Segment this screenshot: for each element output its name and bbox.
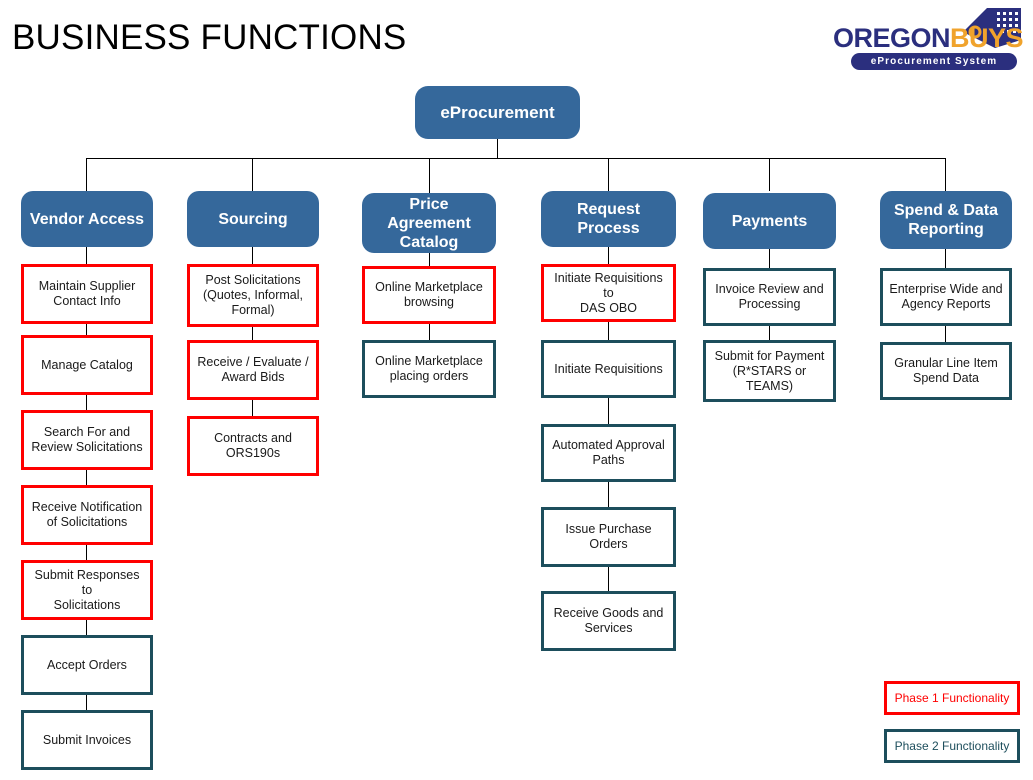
connector-c3-0	[429, 253, 430, 266]
connector-c5-0	[769, 249, 770, 268]
legend-label: Phase 1 Functionality	[894, 691, 1010, 705]
connector-c2-0	[252, 247, 253, 264]
node-issue-purchase-orders[interactable]: Issue Purchase Orders	[541, 507, 676, 567]
node-invoice-review-and-processing[interactable]: Invoice Review and Processing	[703, 268, 836, 326]
connector-c4-2	[608, 398, 609, 424]
node-label: Post Solicitations (Quotes, Informal, Fo…	[202, 273, 304, 317]
legend-phase-1: Phase 1 Functionality	[884, 681, 1020, 715]
node-label: Submit Invoices	[42, 732, 132, 747]
connector-c1-3	[86, 470, 87, 485]
connector-c1-1	[86, 324, 87, 335]
connector-c2-1	[252, 327, 253, 340]
node-receive-evaluate-award-bids[interactable]: Receive / Evaluate / Award Bids	[187, 340, 319, 400]
price-tag-icon	[963, 8, 1021, 48]
logo-wordmark: OREGONBUYS	[833, 24, 1025, 52]
connector-horizontal-bus	[86, 158, 946, 159]
node-accept-orders[interactable]: Accept Orders	[21, 635, 153, 695]
node-label: Sourcing	[218, 210, 288, 228]
connector-c1-6	[86, 695, 87, 710]
column-header-payments[interactable]: Payments	[703, 193, 836, 249]
node-contracts-and-ors190s[interactable]: Contracts and ORS190s	[187, 416, 319, 476]
node-label: Enterprise Wide and Agency Reports	[889, 282, 1003, 311]
node-label: Receive / Evaluate / Award Bids	[197, 355, 309, 384]
node-label: Online Marketplace browsing	[375, 280, 483, 309]
logo-tagline: eProcurement System	[851, 53, 1017, 70]
node-online-marketplace-browsing[interactable]: Online Marketplace browsing	[362, 266, 496, 324]
connector-c1-4	[86, 545, 87, 560]
connector-c4-4	[608, 567, 609, 591]
node-label: Accept Orders	[47, 657, 127, 672]
connector-c6-1	[945, 326, 946, 342]
node-label: Price Agreement Catalog	[387, 195, 471, 251]
node-label: Payments	[731, 212, 808, 230]
node-manage-catalog[interactable]: Manage Catalog	[21, 335, 153, 395]
node-label: Search For and Review Solicitations	[31, 425, 143, 454]
node-automated-approval-paths[interactable]: Automated Approval Paths	[541, 424, 676, 482]
node-submit-for-payment[interactable]: Submit for Payment (R*STARS or TEAMS)	[703, 340, 836, 402]
connector-c4-3	[608, 482, 609, 507]
node-granular-line-item-spend-data[interactable]: Granular Line Item Spend Data	[880, 342, 1012, 400]
node-receive-notification-of-solicitations[interactable]: Receive Notification of Solicitations	[21, 485, 153, 545]
column-header-spend-data-reporting[interactable]: Spend & Data Reporting	[880, 191, 1012, 249]
connector-drop-1	[86, 158, 87, 191]
node-label: Submit for Payment (R*STARS or TEAMS)	[714, 348, 825, 393]
node-label: Initiate Requisitions to DAS OBO	[554, 270, 663, 315]
column-header-sourcing[interactable]: Sourcing	[187, 191, 319, 247]
connector-c1-0	[86, 247, 87, 264]
node-label: Request Process	[576, 201, 641, 237]
node-enterprise-wide-and-agency-reports[interactable]: Enterprise Wide and Agency Reports	[880, 268, 1012, 326]
node-online-marketplace-placing-orders[interactable]: Online Marketplace placing orders	[362, 340, 496, 398]
connector-c6-0	[945, 249, 946, 268]
legend-label: Phase 2 Functionality	[894, 739, 1010, 753]
node-search-for-and-review-solicitations[interactable]: Search For and Review Solicitations	[21, 410, 153, 470]
connector-drop-6	[945, 158, 946, 191]
node-label: Invoice Review and Processing	[715, 282, 824, 311]
connector-c4-1	[608, 322, 609, 340]
node-label: Contracts and ORS190s	[214, 431, 292, 460]
connector-c4-0	[608, 247, 609, 264]
node-submit-responses-to-solicitations[interactable]: Submit Responses to Solicitations	[21, 560, 153, 620]
connector-c1-5	[86, 620, 87, 635]
node-label: Initiate Requisitions	[554, 361, 663, 376]
node-label: Submit Responses to Solicitations	[34, 567, 140, 612]
node-post-solicitations[interactable]: Post Solicitations (Quotes, Informal, Fo…	[187, 264, 319, 327]
node-label: Receive Goods and Services	[553, 606, 664, 635]
connector-drop-2	[252, 158, 253, 191]
node-label: Manage Catalog	[41, 357, 133, 372]
node-initiate-requisitions[interactable]: Initiate Requisitions	[541, 340, 676, 398]
node-label: Online Marketplace placing orders	[375, 354, 483, 383]
connector-drop-3	[429, 158, 430, 193]
connector-c3-1	[429, 324, 430, 340]
connector-c1-2	[86, 395, 87, 410]
connector-drop-4	[608, 158, 609, 191]
node-maintain-supplier-contact-info[interactable]: Maintain Supplier Contact Info	[21, 264, 153, 324]
node-submit-invoices[interactable]: Submit Invoices	[21, 710, 153, 770]
node-label: Granular Line Item Spend Data	[894, 356, 998, 385]
connector-root-stem	[497, 139, 498, 159]
column-header-vendor-access[interactable]: Vendor Access	[21, 191, 153, 247]
logo-oregon-text: OREGON	[833, 23, 951, 53]
logo-buys-text: BUYS	[950, 23, 1024, 53]
column-header-price-agreement-catalog[interactable]: Price Agreement Catalog	[362, 193, 496, 253]
node-label: eProcurement	[440, 102, 555, 122]
node-receive-goods-and-services[interactable]: Receive Goods and Services	[541, 591, 676, 651]
connector-drop-5	[769, 158, 770, 191]
node-initiate-requisitions-to-das-obo[interactable]: Initiate Requisitions to DAS OBO	[541, 264, 676, 322]
page-title: BUSINESS FUNCTIONS	[12, 18, 407, 57]
node-label: Vendor Access	[29, 210, 145, 228]
node-label: Maintain Supplier Contact Info	[38, 279, 136, 308]
oregonbuys-logo: OREGONBUYS eProcurement System	[833, 4, 1025, 74]
node-eprocurement[interactable]: eProcurement	[415, 86, 580, 139]
node-label: Issue Purchase Orders	[565, 522, 652, 551]
legend-phase-2: Phase 2 Functionality	[884, 729, 1020, 763]
node-label: Automated Approval Paths	[552, 438, 665, 467]
connector-c5-1	[769, 326, 770, 340]
node-label: Spend & Data Reporting	[893, 202, 998, 238]
column-header-request-process[interactable]: Request Process	[541, 191, 676, 247]
node-label: Receive Notification of Solicitations	[31, 500, 143, 529]
connector-c2-2	[252, 400, 253, 416]
